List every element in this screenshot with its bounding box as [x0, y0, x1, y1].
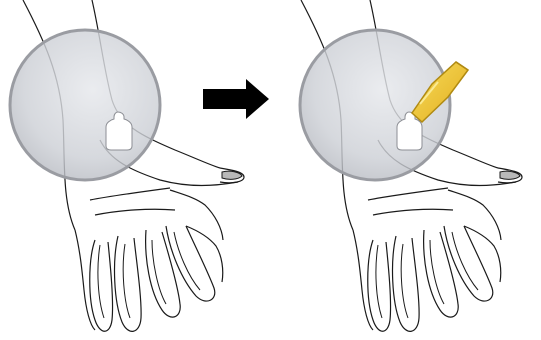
panel-before	[10, 0, 244, 331]
arrow-right-icon	[203, 79, 269, 119]
panel-after	[300, 0, 522, 331]
magnifier-circle-icon	[10, 30, 160, 180]
